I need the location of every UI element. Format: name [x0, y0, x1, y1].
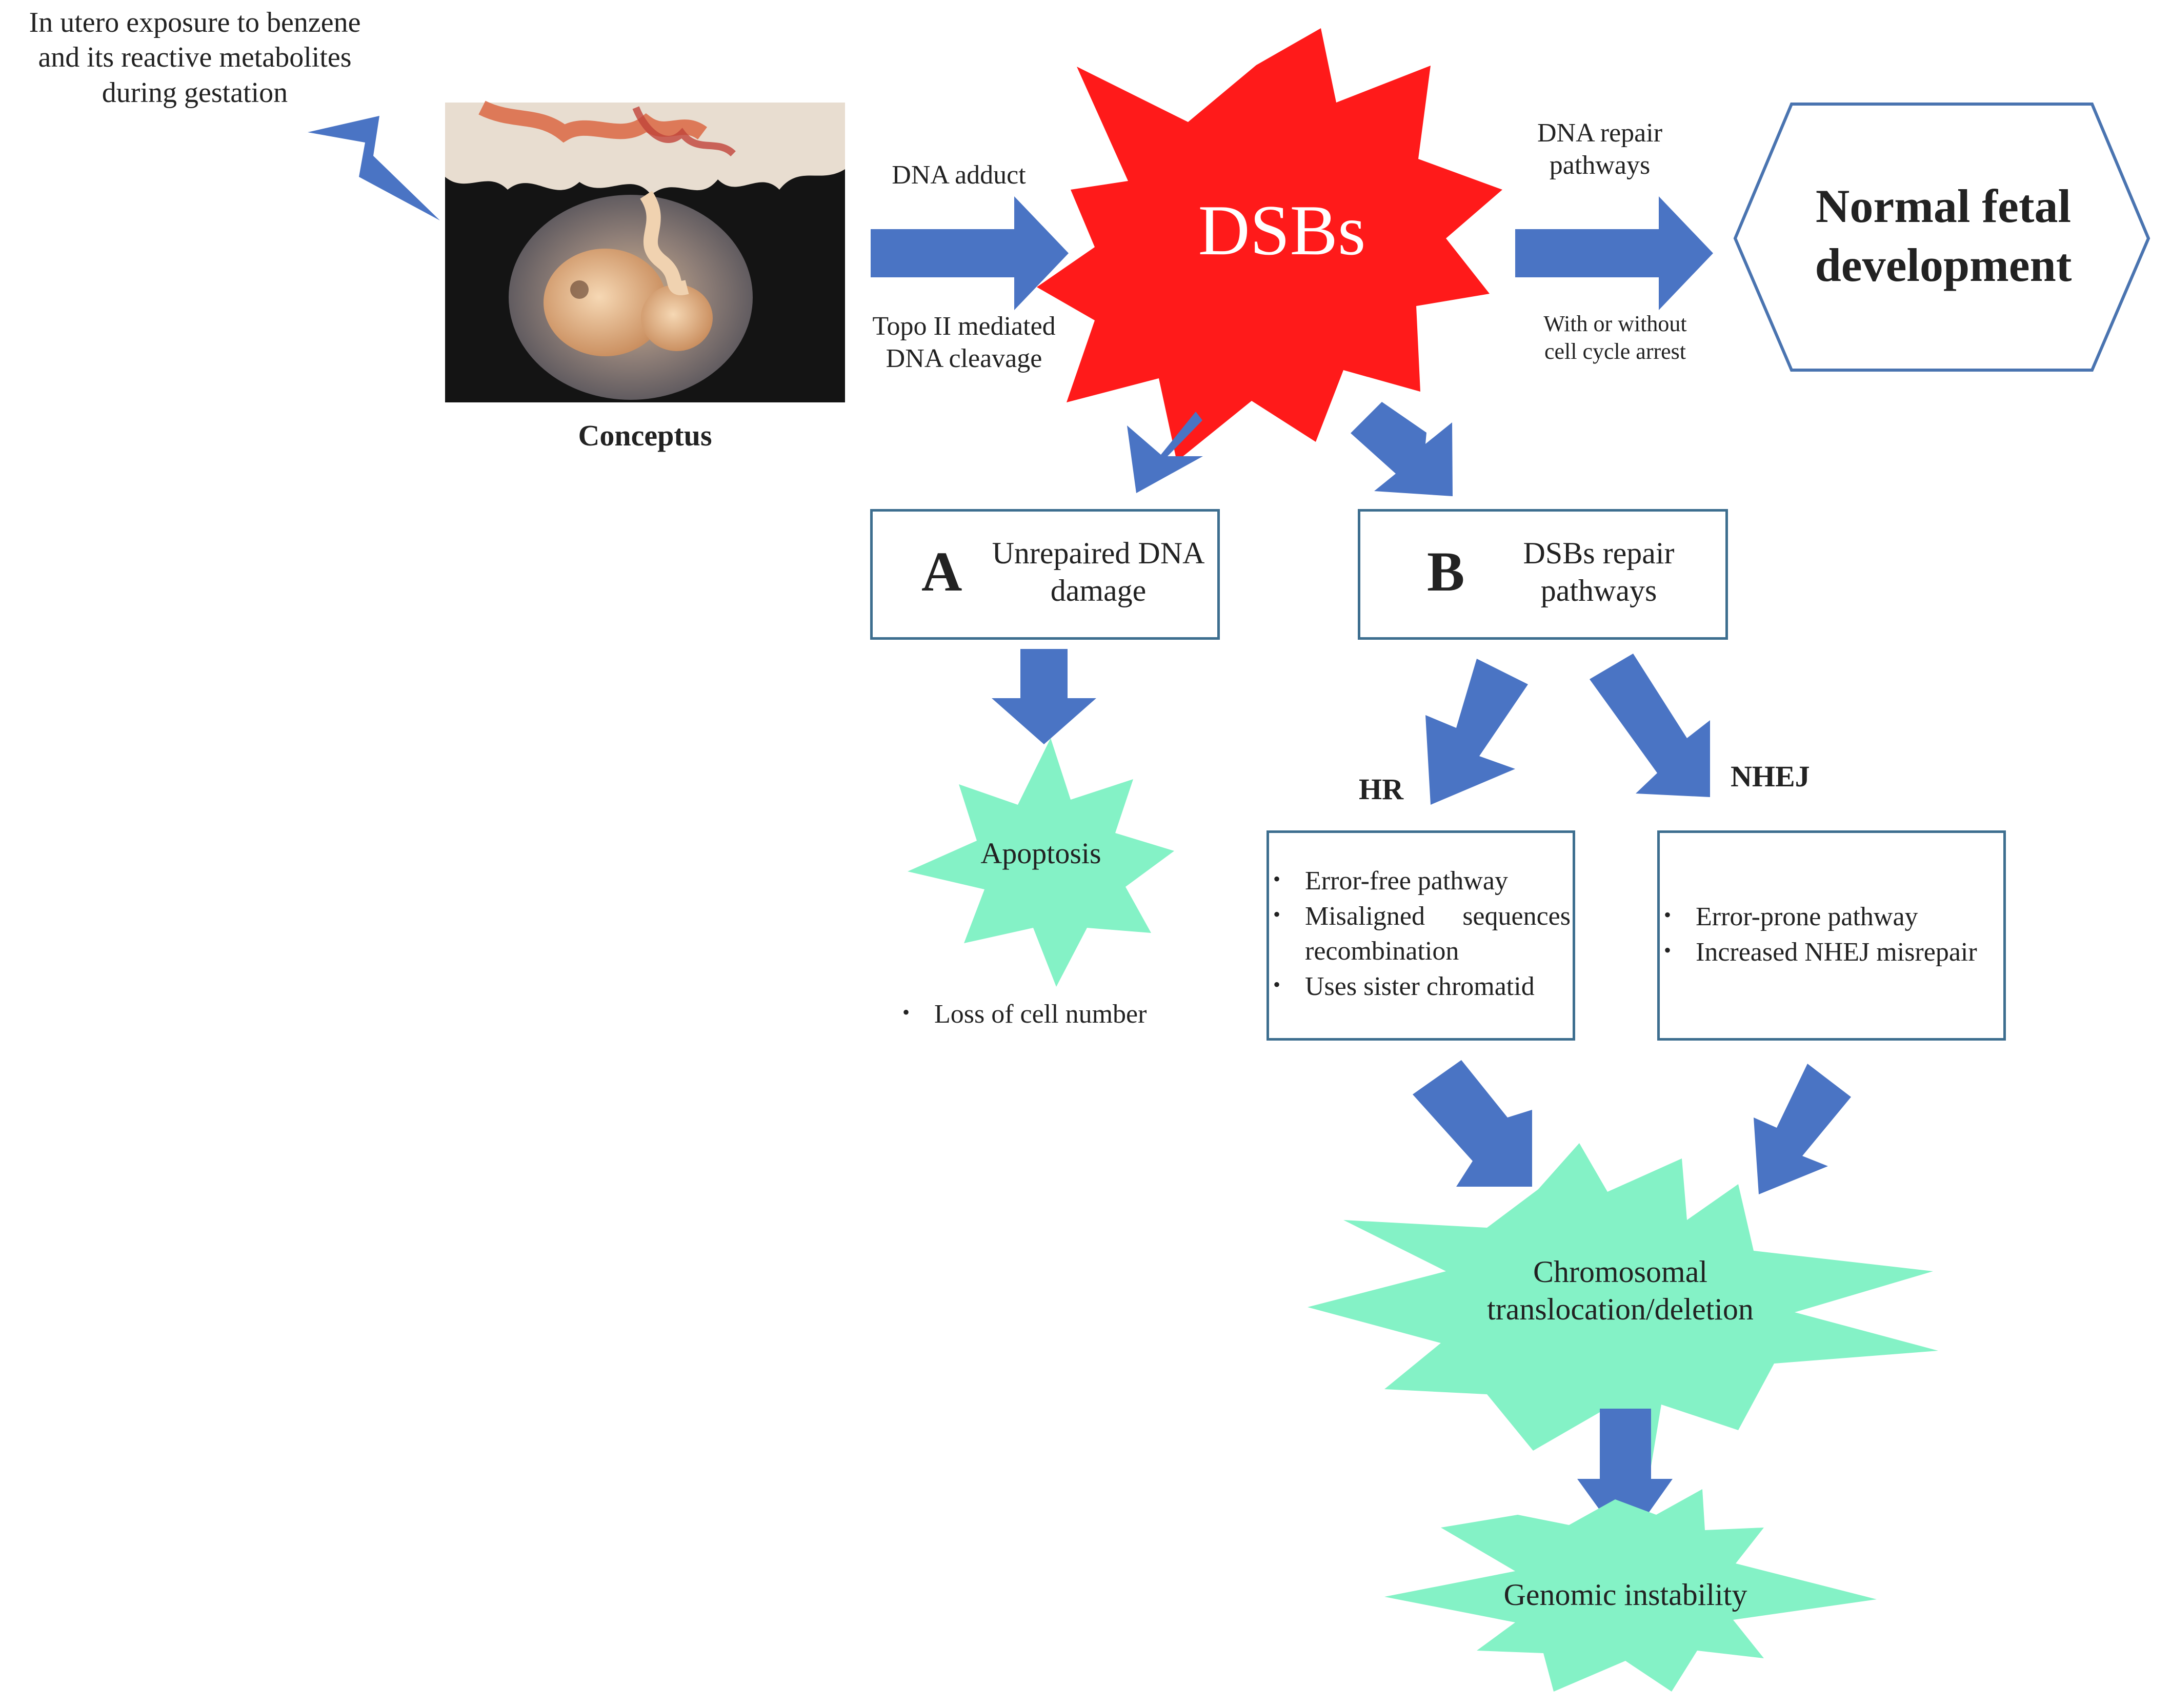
arrow-hr-to-chromosomal	[1413, 1060, 1532, 1187]
box-b-line-1: DSBs repair	[1523, 536, 1675, 570]
box-b: B DSBs repair pathways	[1358, 509, 1728, 640]
hr-box: • Error-free pathway • Misaligned sequen…	[1267, 830, 1575, 1041]
dna-repair-label: DNA repair pathways	[1482, 117, 1718, 182]
normal-development-hexagon	[1733, 103, 2150, 372]
dna-adduct-label: DNA adduct	[892, 160, 1026, 190]
cell-cycle-line-2: cell cycle arrest	[1544, 338, 1686, 364]
arrow-to-box-a	[1127, 412, 1203, 493]
exposure-line-2: and its reactive metabolites	[38, 42, 352, 74]
dna-repair-line-2: pathways	[1549, 151, 1651, 180]
arrow-nhej-to-chromosomal	[1754, 1064, 1851, 1194]
hr-item: • Misaligned sequences recombination	[1273, 899, 1571, 969]
exposure-line-3: during gestation	[102, 76, 288, 109]
box-b-text: DSBs repair pathways	[1499, 535, 1699, 609]
dna-repair-line-1: DNA repair	[1537, 118, 1663, 148]
conceptus-image	[445, 100, 845, 402]
apoptosis-bullet-text: Loss of cell number	[934, 1000, 1147, 1029]
topo-ii-line-2: DNA cleavage	[886, 344, 1042, 374]
arrow-to-hr	[1425, 659, 1528, 805]
exposure-line-1: In utero exposure to benzene	[29, 7, 361, 38]
nhej-item-text: Error-prone pathway	[1696, 902, 1918, 931]
bullet-dot: •	[902, 1001, 910, 1024]
nhej-label: NHEJ	[1731, 760, 1810, 793]
cell-cycle-label: With or without cell cycle arrest	[1497, 310, 1733, 365]
hr-item-text: Error-free pathway	[1305, 866, 1508, 896]
hr-item: • Uses sister chromatid	[1273, 969, 1571, 1005]
arrow-to-box-b	[1351, 402, 1453, 496]
nhej-bullets: • Error-prone pathway • Increased NHEJ m…	[1664, 900, 2002, 970]
apoptosis-label: Apoptosis	[980, 837, 1101, 870]
arrow-to-apoptosis	[992, 649, 1096, 744]
exposure-text: In utero exposure to benzene and its rea…	[0, 5, 390, 110]
dsbs-starburst	[1037, 28, 1502, 461]
hr-item: • Error-free pathway	[1273, 864, 1571, 899]
box-a-text: Unrepaired DNA damage	[975, 535, 1221, 609]
box-b-line-2: pathways	[1540, 574, 1657, 608]
normal-development-label: Normal fetal development	[1754, 177, 2133, 295]
hr-item-text: Uses sister chromatid	[1305, 971, 1535, 1001]
chromosomal-label: Chromosomal translocation/deletion	[1466, 1253, 1774, 1328]
arrow-to-dsbs	[871, 196, 1069, 310]
arrow-to-nhej	[1590, 654, 1710, 797]
box-b-letter: B	[1427, 540, 1465, 603]
apoptosis-bullet-item: • Loss of cell number	[902, 997, 1210, 1032]
hr-label: HR	[1359, 772, 1403, 806]
bullet-dot: •	[1664, 938, 1672, 962]
hr-bullets: • Error-free pathway • Misaligned sequen…	[1273, 864, 1571, 1005]
lightning-bolt-icon	[308, 116, 440, 220]
hr-item-text: Misaligned sequences recombination	[1305, 901, 1571, 966]
chromosomal-burst	[1308, 1143, 1938, 1466]
genomic-instability-label: Genomic instability	[1503, 1578, 1747, 1612]
normal-development-line-2: development	[1815, 239, 2072, 291]
apoptosis-bullets: • Loss of cell number	[902, 997, 1210, 1032]
nhej-box: • Error-prone pathway • Increased NHEJ m…	[1657, 830, 2006, 1041]
box-a: A Unrepaired DNA damage	[870, 509, 1220, 640]
topo-ii-label: Topo II mediated DNA cleavage	[841, 310, 1087, 375]
genomic-burst	[1384, 1489, 1877, 1692]
bullet-dot: •	[1273, 902, 1281, 926]
box-a-letter: A	[921, 540, 962, 603]
apoptosis-burst	[908, 738, 1174, 987]
bullet-dot: •	[1664, 903, 1672, 926]
topo-ii-line-1: Topo II mediated	[872, 312, 1056, 341]
bullet-dot: •	[1273, 867, 1281, 890]
arrow-to-normal-development	[1515, 196, 1713, 310]
chromosomal-line-2: translocation/deletion	[1487, 1292, 1754, 1327]
box-a-line-2: damage	[1050, 574, 1147, 608]
dsbs-label: DSBs	[1198, 191, 1366, 270]
nhej-item: • Error-prone pathway	[1664, 900, 2002, 935]
nhej-item-text: Increased NHEJ misrepair	[1696, 937, 1977, 967]
cell-cycle-line-1: With or without	[1543, 311, 1687, 336]
chromosomal-line-1: Chromosomal	[1533, 1255, 1707, 1289]
box-a-line-1: Unrepaired DNA	[992, 536, 1205, 570]
nhej-item: • Increased NHEJ misrepair	[1664, 935, 2002, 970]
bullet-dot: •	[1273, 972, 1281, 996]
normal-development-line-1: Normal fetal	[1815, 180, 2072, 232]
conceptus-label: Conceptus	[578, 419, 712, 452]
